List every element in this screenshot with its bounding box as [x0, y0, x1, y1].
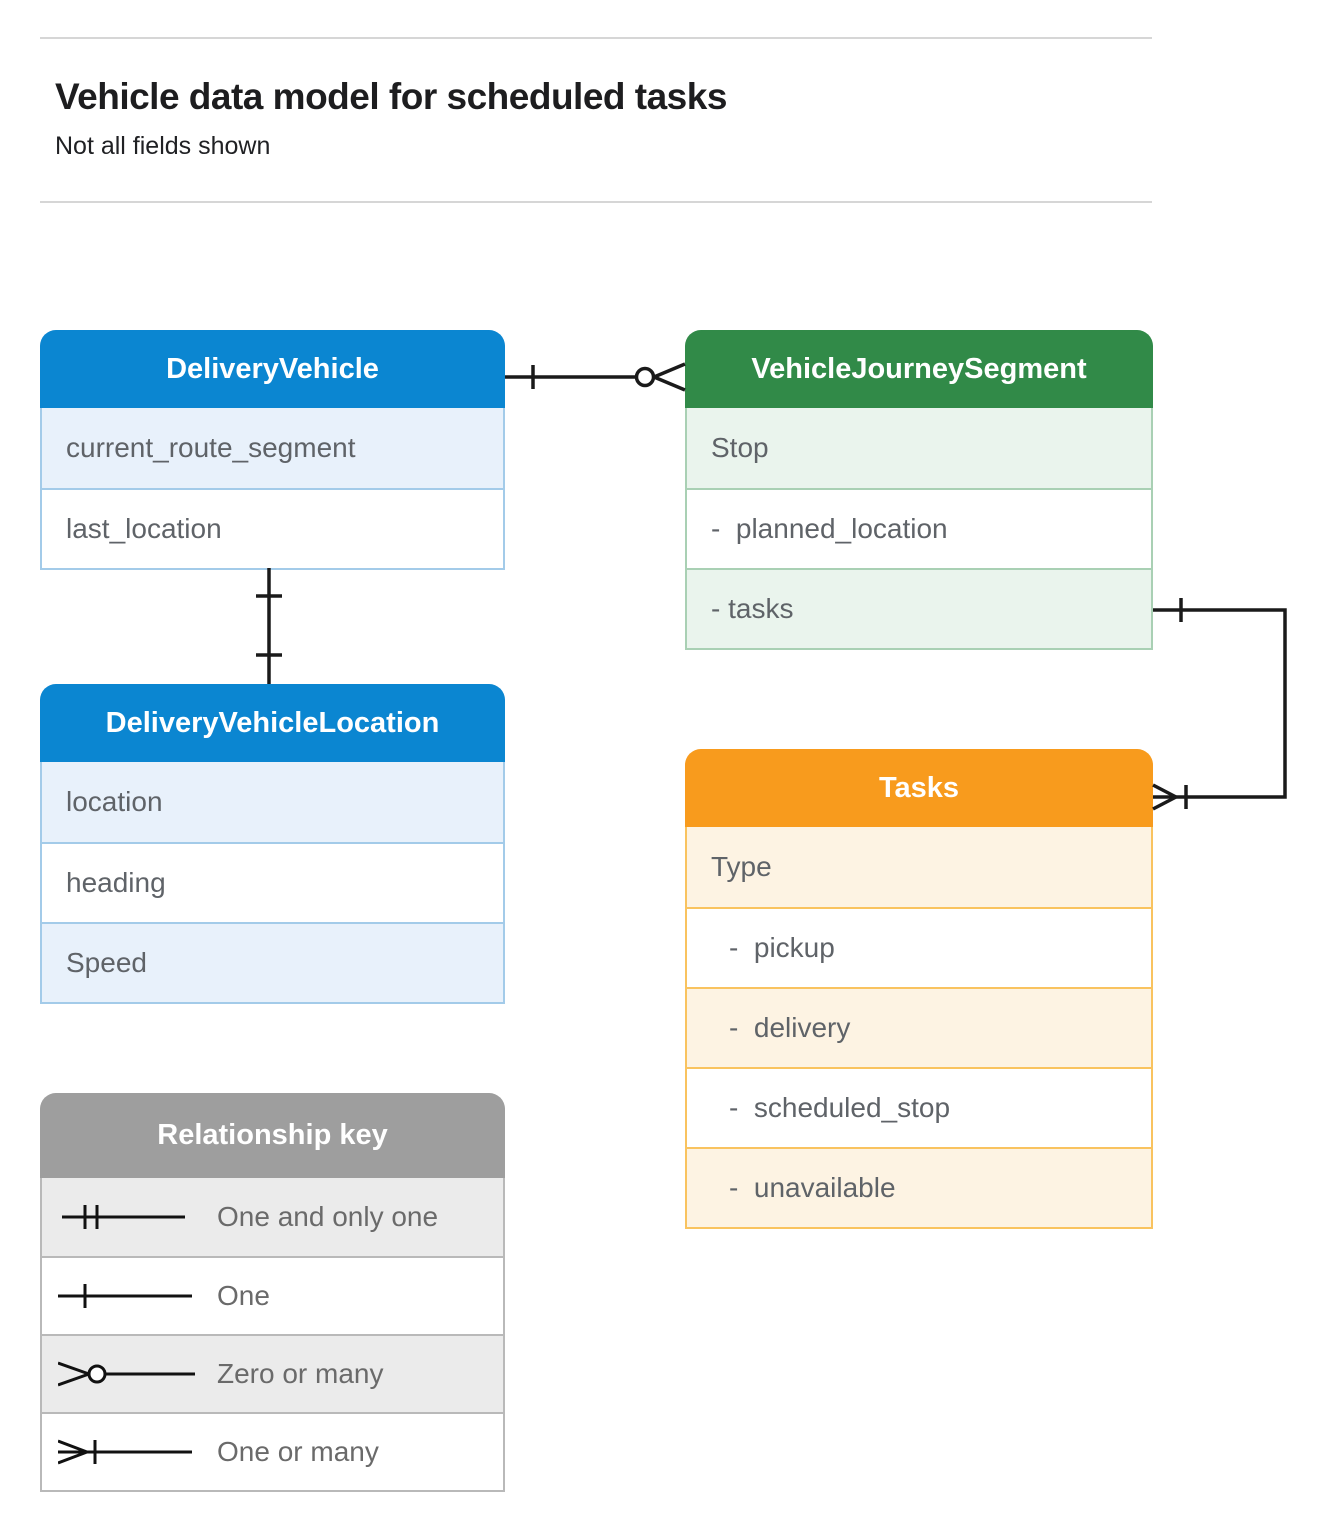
field-pickup: - pickup — [687, 907, 1151, 987]
field-current-route-segment: current_route_segment — [42, 408, 503, 488]
one-or-many-symbol-icon — [58, 1439, 192, 1465]
field-scheduled-stop: - scheduled_stop — [687, 1067, 1151, 1147]
connector-deliveryvehicle-vehiclejourneysegment — [505, 362, 686, 392]
entity-vehicle-journey-segment-title: VehicleJourneySegment — [685, 330, 1153, 408]
field-planned-location: - planned_location — [687, 488, 1151, 568]
entity-vehicle-journey-segment: VehicleJourneySegment Stop - planned_loc… — [685, 330, 1153, 650]
legend-item-zero-or-many: Zero or many — [42, 1334, 503, 1412]
legend-item-one: One — [42, 1256, 503, 1334]
field-delivery: - delivery — [687, 987, 1151, 1067]
entity-delivery-vehicle: DeliveryVehicle current_route_segment la… — [40, 330, 505, 570]
page-title: Vehicle data model for scheduled tasks — [55, 76, 727, 117]
one-symbol-icon — [58, 1284, 192, 1308]
entity-tasks: Tasks Type - pickup - delivery - schedul… — [685, 749, 1153, 1229]
field-type: Type — [687, 827, 1151, 907]
field-speed: Speed — [42, 922, 503, 1002]
entity-tasks-title: Tasks — [685, 749, 1153, 827]
top-divider — [40, 37, 1152, 39]
legend-item-one-and-only-one: One and only one — [42, 1178, 503, 1256]
entity-delivery-vehicle-location: DeliveryVehicleLocation location heading… — [40, 684, 505, 1004]
connector-deliveryvehicle-deliveryvehiclelocation — [256, 568, 282, 684]
legend-label: One — [217, 1280, 270, 1311]
field-stop: Stop — [687, 408, 1151, 488]
legend-label: One or many — [217, 1436, 379, 1467]
one-and-only-one-symbol-icon — [62, 1205, 185, 1229]
page-subtitle: Not all fields shown — [55, 132, 271, 160]
legend-relationship-key: Relationship key One and only one One — [40, 1093, 505, 1492]
field-last-location: last_location — [42, 488, 503, 568]
legend-label: Zero or many — [217, 1358, 384, 1389]
entity-delivery-vehicle-location-title: DeliveryVehicleLocation — [40, 684, 505, 762]
subtitle-divider — [40, 201, 1152, 203]
field-heading: heading — [42, 842, 503, 922]
entity-delivery-vehicle-title: DeliveryVehicle — [40, 330, 505, 408]
legend-item-one-or-many: One or many — [42, 1412, 503, 1490]
legend-label: One and only one — [217, 1201, 439, 1232]
field-unavailable: - unavailable — [687, 1147, 1151, 1227]
field-tasks: - tasks — [687, 568, 1151, 648]
field-location: location — [42, 762, 503, 842]
connector-vehiclejourneysegment-tasks — [1152, 598, 1287, 811]
legend-title: Relationship key — [40, 1093, 505, 1178]
zero-or-many-symbol-icon — [58, 1361, 195, 1387]
